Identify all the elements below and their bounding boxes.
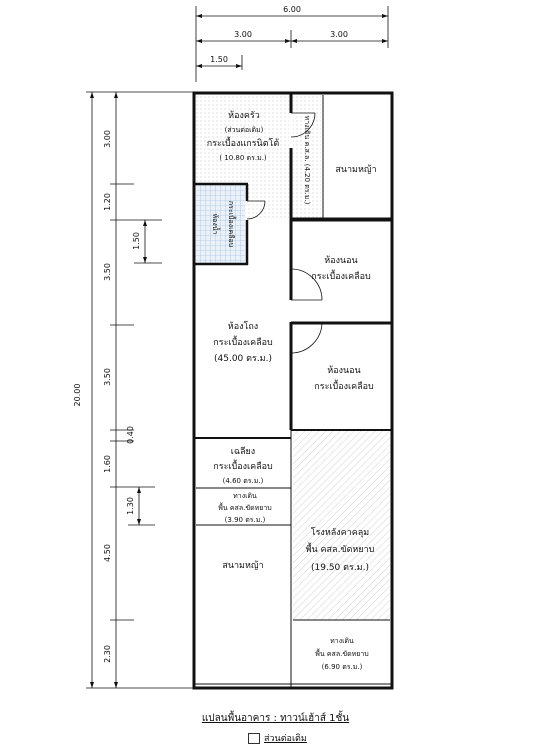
left-dimensions (86, 91, 195, 689)
carport-area: (19.50 ตร.ม.) (311, 563, 369, 573)
dim-left-seg-8: 2.30 (103, 645, 112, 663)
walkway-side-name: ทางเดิน (330, 637, 354, 645)
porch-name: เฉลียง (231, 446, 255, 457)
living-area: (45.00 ตร.ม.) (214, 354, 272, 364)
carport-fill (293, 430, 390, 620)
walkway-front-label: ทางเดิน พื้น คสล.ขัดหยาบ (3.90 ตร.ม.) (218, 492, 272, 524)
kitchen-name: ห้องครัว (228, 110, 260, 121)
bedroom1-name: ห้องนอน (324, 255, 357, 266)
dim-inner-2: 1.30 (126, 497, 135, 515)
dim-top-total: 6.00 (283, 5, 301, 14)
dim-left-seg-7: 4.50 (103, 544, 112, 562)
walkway-vertical-fill (293, 95, 321, 218)
lawn-front-label: สนามหญ้า (222, 560, 263, 571)
walkway-front-floor: พื้น คสล.ขัดหยาบ (218, 501, 272, 512)
dim-left-total: 20.00 (73, 384, 82, 407)
carport-floor: พื้น คสล.ขัดหยาบ (306, 542, 375, 555)
walkway-vertical-label: ทางเดิน ค.ส.ล. (4.20 ตร.ม.) (303, 116, 311, 205)
bedroom2-label: ห้องนอน กระเบื้องเคลือบ (314, 365, 374, 392)
bath-label: ห้องน้ำ กระเบื้องเคลือบ (211, 201, 238, 247)
kitchen-floor: กระเบื้องแกรนิตโต้ (207, 136, 280, 149)
top-dimensions (195, 6, 389, 82)
carport-name: โรงหลังคาคลุม (311, 527, 370, 538)
living-name: ห้องโถง (228, 321, 258, 332)
dim-inner-1: 1.50 (132, 232, 141, 250)
dim-left-seg-2: 1.20 (103, 193, 112, 211)
legend: ส่วนต่อเติม (248, 731, 307, 745)
dim-left-seg-6: 1.60 (103, 455, 112, 473)
legend-swatch (248, 732, 260, 744)
bath-floor: กระเบื้องเคลือบ (227, 201, 238, 247)
kitchen-area: ( 10.80 ตร.ม.) (219, 154, 267, 162)
bedroom2-name: ห้องนอน (327, 365, 360, 376)
walls (192, 91, 394, 690)
porch-area: (4.60 ตร.ม.) (223, 477, 264, 485)
kitchen-note: (ส่วนต่อเติม) (225, 126, 264, 134)
porch-floor: กระเบื้องเคลือบ (213, 459, 273, 472)
legend-label: ส่วนต่อเติม (264, 734, 307, 744)
doors (246, 112, 323, 354)
dim-left-seg-5: 0.40 (126, 426, 135, 444)
bath-name: ห้องน้ำ (211, 214, 222, 235)
living-label: ห้องโถง กระเบื้องเคลือบ (45.00 ตร.ม.) (213, 321, 273, 364)
walkway-side-label: ทางเดิน พื้น คสล.ขัดหยาบ (6.90 ตร.ม.) (315, 637, 369, 671)
bedroom1-label: ห้องนอน กระเบื้องเคลือบ (311, 255, 371, 282)
bedroom1-floor: กระเบื้องเคลือบ (311, 269, 371, 282)
walkway-front-name: ทางเดิน (233, 492, 257, 500)
dim-top-right: 3.00 (330, 30, 348, 39)
walkway-side-area: (6.90 ตร.ม.) (322, 663, 363, 671)
porch-label: เฉลียง กระเบื้องเคลือบ (4.60 ตร.ม.) (213, 446, 273, 485)
lawn-top-label: สนามหญ้า (335, 164, 376, 175)
plan-caption: แปลนพื้นอาคาร : ทาวน์เฮ้าส์ 1ชั้น (201, 713, 350, 724)
walkway-front-area: (3.90 ตร.ม.) (225, 516, 266, 524)
dim-left-seg-1: 3.00 (103, 130, 112, 148)
dim-left-seg-4: 3.50 (103, 368, 112, 386)
dim-top-small: 1.50 (210, 55, 228, 64)
carport-label: โรงหลังคาคลุม พื้น คสล.ขัดหยาบ (19.50 ตร… (306, 527, 375, 573)
dim-left-seg-3: 3.50 (103, 263, 112, 281)
bedroom2-floor: กระเบื้องเคลือบ (314, 379, 374, 392)
living-floor: กระเบื้องเคลือบ (213, 335, 273, 348)
left-segment-labels: 3.00 1.20 3.50 3.50 0.40 1.60 4.50 2.30 … (103, 130, 141, 663)
dim-top-left: 3.00 (234, 30, 252, 39)
bath-fill (196, 184, 245, 264)
walkway-side-floor: พื้น คสล.ขัดหยาบ (315, 647, 369, 658)
kitchen-label: ห้องครัว (ส่วนต่อเติม) กระเบื้องแกรนิตโต… (207, 110, 280, 162)
